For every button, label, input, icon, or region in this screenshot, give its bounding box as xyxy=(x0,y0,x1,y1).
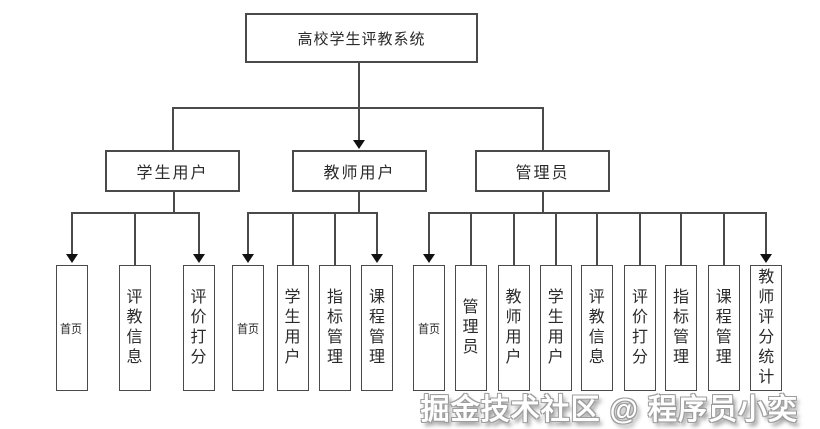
branch-drop-line xyxy=(171,107,174,150)
leaf-drop-line xyxy=(70,212,73,255)
leaf-arrow-icon xyxy=(371,254,383,263)
branch-node-1: 教师用户 xyxy=(292,150,427,192)
leaf-node-label: 评价打分 xyxy=(631,289,648,366)
leaf-drop-line xyxy=(469,212,472,265)
leaf-node-label: 学生用户 xyxy=(547,289,564,366)
leaf-node: 评教信息 xyxy=(580,265,613,391)
leaf-drop-line xyxy=(512,212,515,265)
leaf-node: 评价打分 xyxy=(624,265,656,391)
root-stem-line xyxy=(358,63,360,140)
leaf-drop-line xyxy=(197,212,200,255)
branch-node-0-label: 学生用户 xyxy=(136,165,209,182)
leaf-node-label: 学生用户 xyxy=(284,289,301,366)
root-node-label: 高校学生评教系统 xyxy=(297,30,426,48)
branch-drop-line xyxy=(541,107,544,150)
leaf-node-label: 指标管理 xyxy=(326,289,343,366)
leaf-drop-line xyxy=(247,212,249,255)
leaf-node: 教师用户 xyxy=(497,265,530,391)
leaf-node-label: 评教信息 xyxy=(126,289,143,366)
leaf-arrow-icon xyxy=(760,254,773,263)
branch-stem-line xyxy=(541,192,544,213)
leaf-node-label: 课程管理 xyxy=(368,289,385,366)
leaf-node: 评价打分 xyxy=(182,265,215,391)
root-node: 高校学生评教系统 xyxy=(245,13,478,63)
leaf-drop-line xyxy=(291,212,294,265)
branch-node-2: 管理员 xyxy=(475,150,610,192)
branch-node-0: 学生用户 xyxy=(105,150,240,192)
branch-node-1-label: 教师用户 xyxy=(323,165,396,182)
leaf-node: 首页 xyxy=(413,265,445,391)
leaf-arrow-icon xyxy=(65,254,78,263)
leaf-arrow-icon xyxy=(242,254,254,263)
leaf-drop-line xyxy=(334,212,336,265)
leaf-node: 课程管理 xyxy=(361,265,393,391)
leaf-node-label: 管理员 xyxy=(462,299,479,356)
leaf-drop-line xyxy=(722,212,725,265)
watermark: 掘金技术社区 @ 程序员小奕 xyxy=(420,394,798,426)
leaf-node: 教师评分统计 xyxy=(750,265,783,391)
leaf-node: 指标管理 xyxy=(665,265,697,391)
leaf-node-label: 首页 xyxy=(417,321,441,336)
root-to-branch-arrow-icon xyxy=(353,140,365,149)
leaf-node-label: 评教信息 xyxy=(588,289,605,366)
leaf-drop-line xyxy=(680,212,682,265)
leaf-node-label: 教师评分统计 xyxy=(758,269,775,386)
leaf-drop-line xyxy=(554,212,557,265)
leaf-drop-line xyxy=(595,212,598,265)
branch-stem-line xyxy=(173,192,175,213)
leaf-node: 学生用户 xyxy=(276,265,309,391)
leaf-node-label: 首页 xyxy=(236,321,260,336)
leaf-node-label: 指标管理 xyxy=(672,289,689,366)
leaf-drop-line xyxy=(639,212,641,265)
leaf-drop-line xyxy=(765,212,768,255)
group-bus-line xyxy=(247,212,378,214)
leaf-node: 管理员 xyxy=(454,265,487,391)
leaf-drop-line xyxy=(428,212,430,255)
leaf-node: 学生用户 xyxy=(539,265,572,391)
branch-stem-line xyxy=(358,192,360,213)
leaf-node: 课程管理 xyxy=(707,265,740,391)
leaf-drop-line xyxy=(376,212,378,255)
leaf-node: 首页 xyxy=(55,265,88,391)
branch-node-2-label: 管理员 xyxy=(515,165,570,182)
leaf-arrow-icon xyxy=(192,254,205,263)
leaf-node-label: 评价打分 xyxy=(190,289,207,366)
main-bus-line xyxy=(171,107,544,109)
leaf-node: 指标管理 xyxy=(319,265,351,391)
leaf-node-label: 教师用户 xyxy=(505,289,522,366)
leaf-node-label: 首页 xyxy=(60,321,83,336)
leaf-drop-line xyxy=(133,212,136,265)
leaf-arrow-icon xyxy=(423,254,435,263)
leaf-node: 评教信息 xyxy=(118,265,151,391)
leaf-node: 首页 xyxy=(232,265,264,391)
leaf-node-label: 课程管理 xyxy=(715,289,732,366)
